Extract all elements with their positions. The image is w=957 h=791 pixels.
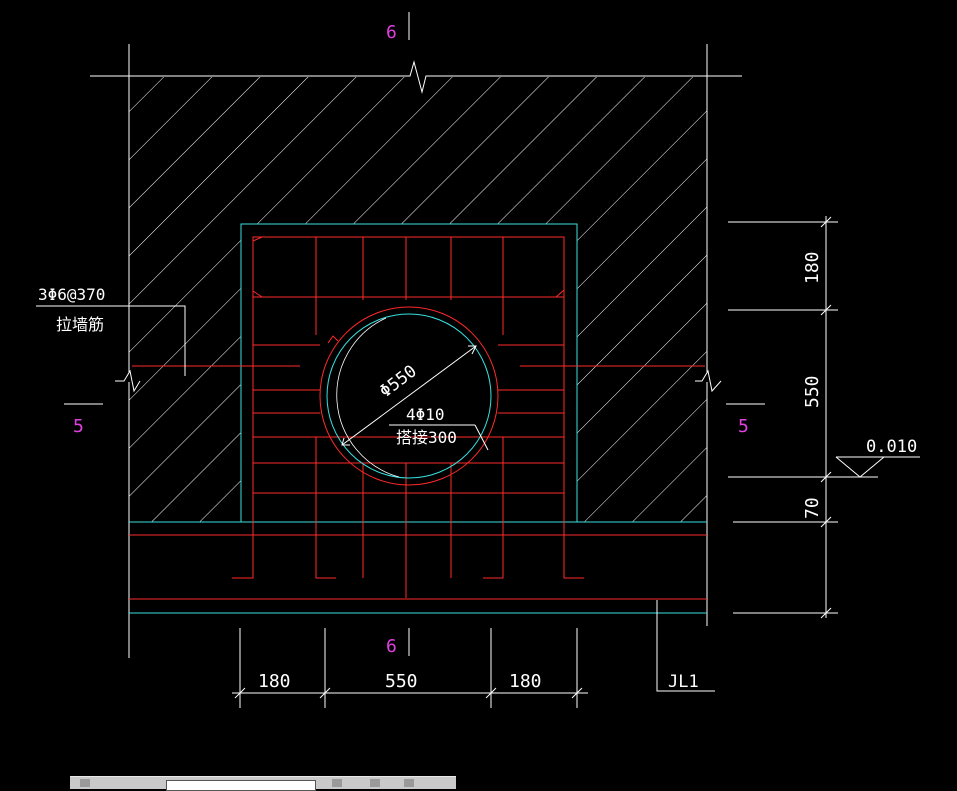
tie-rebar-leader <box>36 305 186 376</box>
dimension-chain-right <box>728 216 838 619</box>
print-icon[interactable] <box>404 779 414 787</box>
dim-right-top: 180 <box>802 251 823 284</box>
wall-hatch <box>129 77 707 522</box>
pipe-diameter-text: Φ550 <box>376 361 421 402</box>
dim-right-bottom: 70 <box>802 497 823 519</box>
tie-rebar-note: 拉墙筋 <box>56 315 104 334</box>
tie-rebar-label: 3Φ6@370 <box>38 285 105 304</box>
section-mark-left: 5 <box>73 416 84 437</box>
elevation-text: 0.010 <box>866 437 917 457</box>
wall-outline <box>90 12 742 658</box>
layer-icon[interactable] <box>370 779 380 787</box>
elevation-symbol <box>829 456 920 478</box>
pipe-sleeve-inner <box>336 317 400 478</box>
dim-bottom-mid: 550 <box>385 671 418 692</box>
dim-right-mid: 550 <box>802 375 823 408</box>
section-mark-right: 5 <box>738 416 749 437</box>
reinforcement-mesh <box>132 236 705 598</box>
pan-icon[interactable] <box>332 779 342 787</box>
dim-bottom-left: 180 <box>258 671 291 692</box>
opening-frame <box>240 223 578 522</box>
section-mark-bottom: 6 <box>386 636 397 657</box>
dimension-chain-bottom <box>232 628 588 708</box>
beam-jl1 <box>129 521 707 614</box>
pipe-diameter-dimension <box>341 345 489 451</box>
lap-note-text: 搭接300 <box>396 428 457 447</box>
beam-label-text: JL1 <box>668 672 699 692</box>
beam-label-leader <box>656 600 715 692</box>
ring-rebar-text: 4Φ10 <box>406 405 445 424</box>
section-mark-top: 6 <box>386 22 397 43</box>
bottom-toolbar <box>70 776 456 791</box>
dim-bottom-right: 180 <box>509 671 542 692</box>
command-input[interactable] <box>166 780 316 791</box>
pipe-sleeve <box>326 313 492 479</box>
zoom-icon[interactable] <box>80 779 90 787</box>
